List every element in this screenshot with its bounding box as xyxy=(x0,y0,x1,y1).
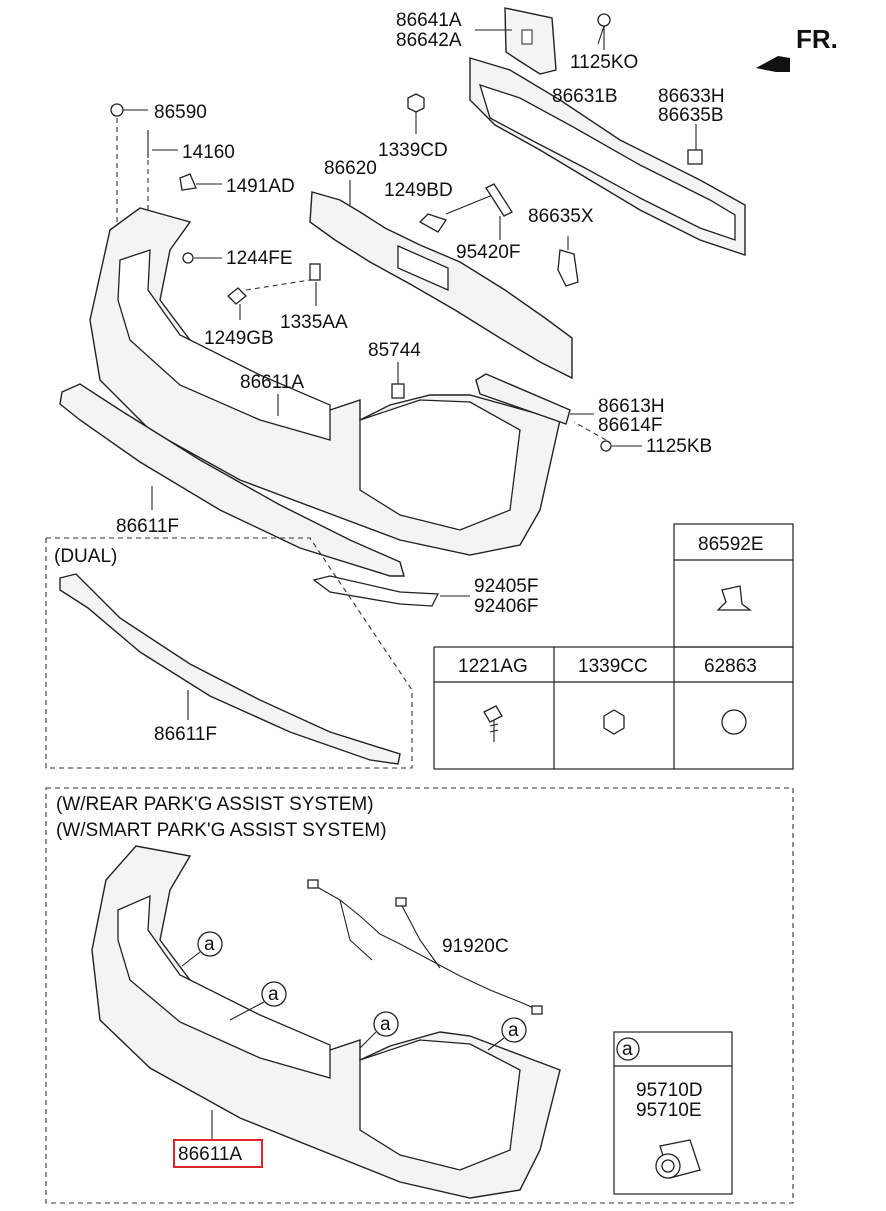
label-86633H: 86633H xyxy=(658,86,725,107)
svg-text:a: a xyxy=(380,1014,391,1035)
label-1125KB: 1125KB xyxy=(646,436,712,457)
clip-86592E-icon xyxy=(716,585,752,611)
callout-a-1: a xyxy=(181,931,223,967)
molding-92405F xyxy=(312,575,470,607)
label-1249GB: 1249GB xyxy=(204,328,274,349)
plug-62863-icon xyxy=(721,709,747,735)
label-1339CD: 1339CD xyxy=(378,140,448,161)
label-95710E: 95710E xyxy=(636,1100,702,1121)
label-86635B: 86635B xyxy=(658,105,724,126)
dual-title: (DUAL) xyxy=(54,546,117,567)
table-cell-1339CC: 1339CC xyxy=(578,656,648,677)
label-1335AA: 1335AA xyxy=(280,312,348,333)
label-86641A: 86641A xyxy=(396,10,462,31)
label-1491AD: 1491AD xyxy=(226,176,295,197)
label-86635X: 86635X xyxy=(528,206,594,227)
bracket-86641A xyxy=(475,7,557,75)
svg-text:a: a xyxy=(508,1020,519,1041)
svg-text:a: a xyxy=(204,934,215,955)
callout-a-2: a xyxy=(229,981,287,1021)
bolt-1125KO xyxy=(597,13,611,50)
label-1249BD: 1249BD xyxy=(384,180,453,201)
park-assist-title-1: (W/REAR PARK'G ASSIST SYSTEM) xyxy=(56,794,374,815)
park-assist-title-2: (W/SMART PARK'G ASSIST SYSTEM) xyxy=(56,820,387,841)
side-bracket-86613H xyxy=(475,373,594,425)
park-assist-section: (W/REAR PARK'G ASSIST SYSTEM) (W/SMART P… xyxy=(45,787,794,1204)
pin-14160 xyxy=(147,130,178,210)
parking-sensor-icon xyxy=(655,1139,701,1179)
bolt-1249GB xyxy=(227,279,311,320)
svg-text:a: a xyxy=(268,984,279,1005)
callout-a-3: a xyxy=(359,1011,399,1049)
label-86620: 86620 xyxy=(324,158,377,179)
label-91920C: 91920C xyxy=(442,936,509,957)
sensor-callout: a xyxy=(622,1039,633,1060)
highlight-86611A xyxy=(173,1139,263,1168)
clip-85744 xyxy=(391,362,405,399)
label-86611A: 86611A xyxy=(240,372,304,393)
wiring-harness-91920C xyxy=(307,879,543,1015)
table-cell-62863: 62863 xyxy=(704,656,757,677)
nut-1335AA xyxy=(309,263,321,306)
label-86611A-highlighted: 86611A xyxy=(178,1144,242,1165)
label-86642A: 86642A xyxy=(396,30,462,51)
label-1125KO: 1125KO xyxy=(570,52,638,73)
label-1244FE: 1244FE xyxy=(226,248,293,269)
label-86631B: 86631B xyxy=(552,86,618,107)
lower-diffuser-86611F xyxy=(59,383,405,577)
label-95710D: 95710D xyxy=(636,1080,703,1101)
sensor-box: a 95710D 95710E xyxy=(613,1031,733,1195)
stay-86635X xyxy=(557,236,579,287)
screw-1125KB xyxy=(573,421,642,452)
energy-absorber-86620 xyxy=(309,191,573,380)
table-cell-86592E: 86592E xyxy=(698,534,764,555)
label-92406F: 92406F xyxy=(474,596,538,617)
nut-1339CC-icon xyxy=(603,709,625,735)
sensor-bracket-95420F xyxy=(485,183,513,217)
front-label: FR. xyxy=(796,24,838,54)
nut-1339CD xyxy=(407,93,425,134)
hardware-table: 86592E 1221AG 1339CC 62863 xyxy=(433,523,794,770)
label-85744: 85744 xyxy=(368,340,421,361)
dual-diffuser-86611F xyxy=(59,573,401,765)
label-95420F: 95420F xyxy=(456,242,520,263)
callout-a-4: a xyxy=(487,1017,527,1051)
bumper-beam-86631B xyxy=(469,57,746,256)
screw-1244FE xyxy=(182,252,222,264)
front-direction-indicator: FR. xyxy=(756,24,838,72)
table-cell-1221AG: 1221AG xyxy=(458,656,528,677)
clip-1491AD xyxy=(179,173,222,191)
label-86614F: 86614F xyxy=(598,415,662,436)
label-86611F: 86611F xyxy=(116,516,179,537)
label-86613H: 86613H xyxy=(598,396,665,417)
dual-label-86611F: 86611F xyxy=(154,724,217,745)
label-14160: 14160 xyxy=(182,142,235,163)
fastener-86590 xyxy=(110,103,148,240)
screw-1221AG-icon xyxy=(483,705,503,742)
front-arrow-icon xyxy=(756,56,790,72)
label-92405F: 92405F xyxy=(474,576,538,597)
dual-section: (DUAL) 86611F xyxy=(45,537,413,769)
label-86590: 86590 xyxy=(154,102,207,123)
bumper-cover-86611A xyxy=(89,207,561,556)
